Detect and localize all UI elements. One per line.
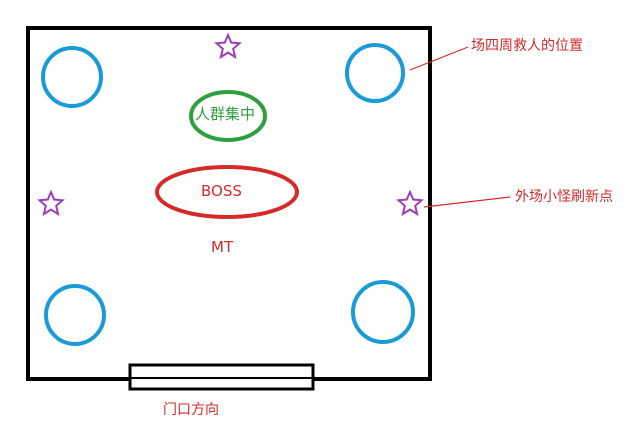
spawn-annotation-line bbox=[423, 196, 511, 208]
spawn-star-top bbox=[214, 32, 242, 60]
spawn-star-right bbox=[396, 189, 424, 217]
spawn-annotation: 外场小怪刷新点 bbox=[515, 189, 613, 205]
rescue-point-bottom-right bbox=[351, 280, 415, 344]
rescue-point-top-left bbox=[41, 46, 103, 108]
door-label: 门口方向 bbox=[163, 402, 219, 418]
room-boundary bbox=[26, 26, 432, 381]
rescue-annotation: 场四周救人的位置 bbox=[471, 38, 583, 54]
rescue-point-bottom-left bbox=[44, 284, 106, 346]
rescue-annotation-line bbox=[409, 46, 469, 71]
rescue-point-top-right bbox=[345, 43, 405, 103]
boss-area bbox=[155, 165, 299, 219]
crowd-area bbox=[189, 90, 267, 142]
crowd-label: 人群集中 bbox=[195, 105, 256, 123]
boss-label: BOSS bbox=[201, 182, 242, 200]
mt-label: MT bbox=[211, 238, 234, 256]
spawn-star-left bbox=[37, 189, 65, 217]
